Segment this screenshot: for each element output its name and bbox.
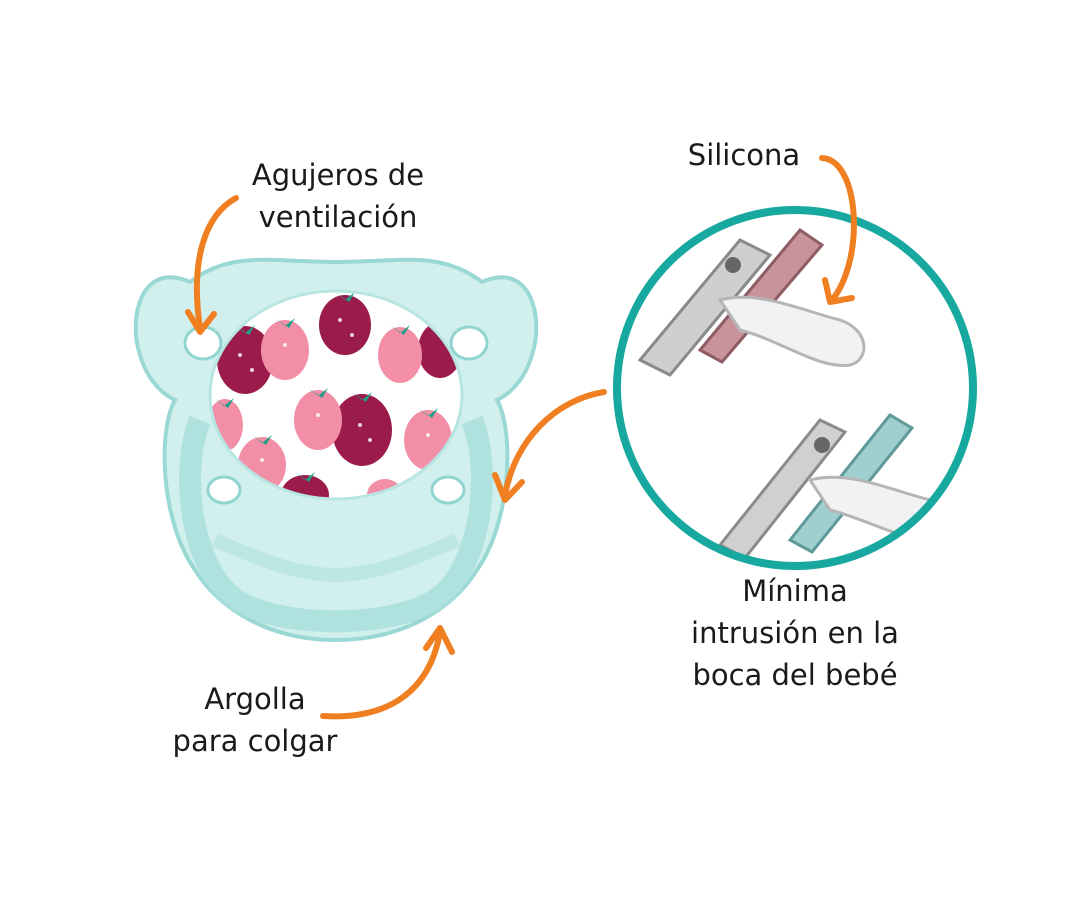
label-silicone-line1: Silicona <box>687 138 801 172</box>
vent-hole-bottom-right <box>430 475 466 505</box>
label-ventilation-line2: ventilación <box>258 200 418 234</box>
annotation-arrows <box>185 155 857 720</box>
label-ring-line1: Argolla <box>204 682 306 716</box>
teal-ring <box>613 206 977 570</box>
arrow-ventilation <box>185 195 239 335</box>
hanging-ring <box>179 415 493 633</box>
arrow-silicona <box>819 155 857 305</box>
side-view-circle <box>613 206 977 570</box>
label-ring-line2: para colgar <box>172 724 338 758</box>
label-minimal-line3: boca del bebé <box>692 658 898 692</box>
pacifier-front-view <box>133 257 539 643</box>
vent-hole-bottom-left <box>206 475 242 505</box>
label-ventilation-line1: Agujeros de <box>251 158 425 192</box>
label-minimal-line2: intrusión en la <box>691 616 899 650</box>
arrow-argolla <box>320 625 455 720</box>
label-ventilation-holes: Agujeros de ventilación <box>228 154 448 238</box>
pink-pacifier-side <box>637 227 866 377</box>
label-silicone: Silicona <box>664 134 824 176</box>
label-minimal-line1: Mínima <box>742 574 848 608</box>
label-minimal-intrusion: Mínima intrusión en la boca del bebé <box>655 570 935 696</box>
label-hanging-ring: Argolla para colgar <box>140 678 370 762</box>
vent-hole-top-right <box>449 325 489 361</box>
arrow-minima <box>492 389 607 503</box>
